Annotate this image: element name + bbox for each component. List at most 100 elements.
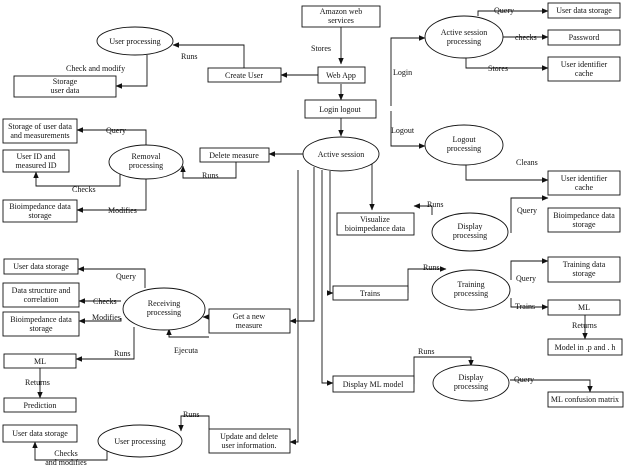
- edge-login-to-active-session-processing: [390, 35, 426, 106]
- data-structure-line-2: correlation: [24, 295, 59, 304]
- node-ml-right: ML: [547, 299, 621, 316]
- bio-storage-right-line-1: Bioimpedance data: [553, 211, 615, 220]
- label-checks-removal: Checks: [72, 185, 96, 194]
- uid-cache-top-line-2: cache: [575, 69, 594, 78]
- label-logout: Logout: [391, 126, 415, 135]
- label-runs-ml-left: Runs: [114, 349, 130, 358]
- removal-proc-line-1: Removal: [132, 152, 162, 161]
- uid-measured-line-1: User ID and: [16, 152, 55, 161]
- edge-removal-to-bio-storage-1: [76, 178, 147, 213]
- web-app-label: Web App: [326, 71, 356, 80]
- uid-cache-2-line-1: User identifier: [561, 174, 608, 183]
- active-session-proc-line-2: processing: [447, 37, 481, 46]
- edges: [32, 8, 593, 461]
- node-user-processing-top: User processing: [96, 26, 174, 56]
- node-create-user: Create User: [207, 67, 282, 83]
- model-files-label: Model in .p and . h: [555, 343, 616, 352]
- get-measure-label-line-2: measure: [236, 321, 263, 330]
- edge-active-session-to-trains: [327, 171, 334, 296]
- label-runs-create-user: Runs: [181, 52, 197, 61]
- training-proc-line-2: processing: [454, 289, 488, 298]
- node-user-processing-bottom: User processing: [97, 424, 183, 458]
- edge-display-proc-1-to-bio-storage: [510, 195, 549, 233]
- label-stores-cache: Stores: [488, 64, 508, 73]
- edge-update-to-user-processing-bottom: [178, 415, 210, 432]
- label-checks-receiving: Checks: [93, 297, 117, 306]
- edge-receiving-to-user-data-storage: [77, 266, 146, 288]
- removal-proc-line-2: processing: [129, 161, 163, 170]
- logout-proc-line-1: Logout: [452, 135, 476, 144]
- edge-display-proc-2-to-confusion: [510, 379, 593, 393]
- bio-storage-left-1-line-2: storage: [28, 211, 52, 220]
- edge-display-proc-1-to-visualize: [413, 203, 433, 215]
- node-trains: Trains: [332, 285, 409, 301]
- ml-right-label: ML: [578, 303, 590, 312]
- aws-label-line-1: Amazon web: [320, 7, 362, 16]
- edge-labels: Stores Runs Check and modify Login Query…: [25, 6, 597, 467]
- bio-storage-left-2-line-2: storage: [29, 324, 53, 333]
- label-checks-and-modifies-line-1: Checks: [54, 449, 78, 458]
- trains-label: Trains: [360, 289, 380, 298]
- update-label-line-1: Update and delete: [220, 432, 278, 441]
- edge-logout-processing-to-uid-cache: [465, 165, 549, 183]
- label-ejecuta: Ejecuta: [174, 346, 198, 355]
- node-user-data-storage-top-right: User data storage: [547, 2, 621, 19]
- edge-removal-to-storage-measurements: [76, 127, 147, 146]
- node-active-session: Active session: [302, 136, 380, 172]
- label-query-removal: Query: [106, 126, 126, 135]
- node-model-files: Model in .p and . h: [547, 338, 623, 356]
- receiving-proc-line-1: Receiving: [148, 299, 180, 308]
- logout-proc-line-2: processing: [447, 144, 481, 153]
- label-query-training: Query: [516, 274, 536, 283]
- ml-left-label: ML: [34, 357, 46, 366]
- password-label: Password: [569, 33, 600, 42]
- edge-active-session-to-update: [289, 170, 299, 445]
- label-cleans: Cleans: [516, 158, 538, 167]
- node-delete-measure: Delete measure: [199, 147, 270, 163]
- display-ml-model-label: Display ML model: [343, 380, 404, 389]
- training-proc-line-1: Training: [457, 280, 484, 289]
- node-ml-confusion: ML confusion matrix: [547, 391, 624, 408]
- edge-stores-to-uid-cache: [465, 58, 549, 71]
- label-runs-update: Runs: [183, 410, 199, 419]
- edge-delete-to-removal: [180, 162, 237, 179]
- label-checks-password: checks: [515, 33, 537, 42]
- storage-measurements-line-1: Storage of user data: [8, 122, 72, 131]
- node-user-data-storage-left-3: User data storage: [2, 424, 78, 443]
- node-password: Password: [547, 29, 621, 46]
- edge-trains-to-training-processing: [407, 266, 447, 293]
- label-runs-delete: Runs: [202, 171, 218, 180]
- edge-logout-to-logout-processing: [390, 111, 426, 149]
- storage-user-data-line-2: user data: [51, 86, 80, 95]
- label-trains-ml: Trains: [515, 302, 535, 311]
- aws-label-line-2: services: [328, 16, 354, 25]
- node-ml-left: ML: [3, 353, 77, 369]
- ml-confusion-label: ML confusion matrix: [551, 395, 619, 404]
- label-query-display2: Query: [514, 375, 534, 384]
- edge-training-to-ml-right: [510, 298, 549, 310]
- node-web-app: Web App: [317, 66, 366, 84]
